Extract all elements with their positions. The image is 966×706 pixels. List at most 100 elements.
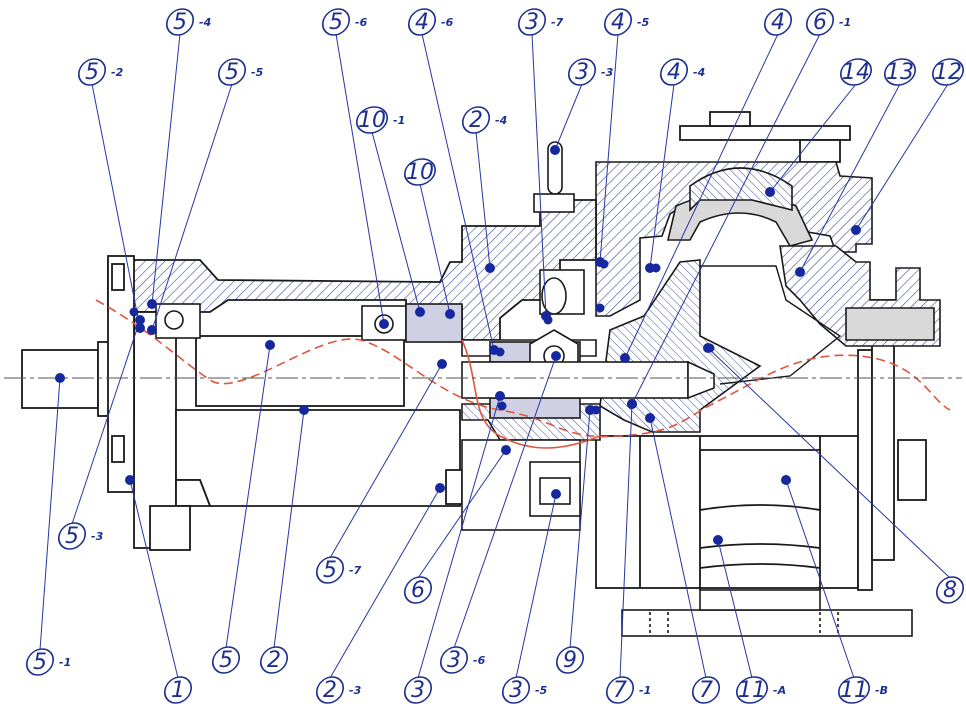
callout-circle-5 [211, 646, 241, 674]
callout-suffix-5-4: -4 [199, 16, 211, 29]
callout-circle-5-4 [165, 8, 195, 36]
callout-number-5-4: 5 [173, 10, 187, 35]
callout-label-3-7: 3 -7 [517, 8, 564, 36]
callout-number-5: 5 [219, 648, 233, 673]
callout-number-3-7: 3 [525, 10, 539, 35]
callout-label-5-4: 5 -4 [165, 8, 211, 36]
leader-line-5-3 [71, 319, 141, 525]
callout-label-2-3: 2-3 [315, 676, 362, 704]
callout-number-4-5: 4 [611, 10, 625, 35]
callout-label-14: 14 [840, 58, 872, 86]
callout-label-2: 2 [259, 646, 289, 674]
leader-line-3 [417, 395, 501, 679]
callout-label-4-6: 4-6 [407, 8, 454, 36]
leader-line-5-1 [39, 377, 61, 651]
callout-label-3-5: 3 -5 [501, 676, 548, 704]
callout-number-13: 13 [886, 60, 914, 85]
callout-suffix-6-1: -1 [839, 16, 851, 29]
marker-dot-5 [543, 315, 553, 325]
callout-suffix-5-7: -7 [349, 564, 362, 577]
callout-label-5-3: 5 -3 [57, 522, 104, 550]
callout-circle-11-A [736, 676, 768, 704]
callout-label-10: 10 [404, 158, 436, 186]
callout-dot-1 [125, 475, 135, 485]
leader-line-5-5 [151, 83, 233, 331]
callout-label-5-7: 5-7 [315, 556, 362, 584]
callout-dot-5-4 [147, 299, 157, 309]
callout-label-5-2: 5-2 [77, 58, 124, 86]
callout-number-11-A: 11 [738, 678, 766, 703]
callout-label-8: 8 [935, 576, 965, 604]
leader-line-11-B [785, 479, 855, 679]
callout-circle-3-7 [517, 8, 547, 36]
callout-suffix-3-5: -5 [535, 684, 548, 697]
callout-label-5-1: 5-1 [25, 648, 71, 676]
callout-number-9: 9 [563, 648, 577, 673]
callout-label-4-5: 4 -5 [603, 8, 650, 36]
marker-dot-0 [595, 303, 605, 313]
callout-circle-7-1 [605, 676, 635, 704]
leader-line-4-4 [649, 83, 675, 269]
callout-label-2-4: 2-4 [461, 106, 507, 134]
callout-number-10: 10 [406, 160, 434, 185]
callout-label-11-B: 11-B [838, 676, 888, 704]
callout-circle-3-3 [567, 58, 597, 86]
callout-circle-9 [555, 646, 585, 674]
leader-lines [39, 33, 951, 679]
callout-number-12: 12 [934, 60, 962, 85]
callout-label-5-5: 5-5 [217, 58, 264, 86]
callout-number-8: 8 [943, 578, 957, 603]
callout-circle-13 [884, 58, 916, 86]
leader-line-10-1 [371, 131, 421, 313]
leader-line-5-7 [329, 363, 443, 559]
callout-circle-4-4 [659, 58, 689, 86]
leader-line-6 [417, 449, 507, 579]
callout-label-3: 3 [403, 676, 433, 704]
callout-dot-13 [795, 267, 805, 277]
callout-number-3-6: 3 [447, 648, 461, 673]
callout-dot-5-1 [55, 373, 65, 383]
callout-circle-5-6 [321, 8, 351, 36]
callout-number-2: 2 [267, 648, 281, 673]
callout-number-4: 4 [771, 10, 785, 35]
callout-number-5-3: 5 [65, 524, 79, 549]
marker-dot-3 [591, 405, 601, 415]
callout-dot-7-1 [627, 399, 637, 409]
callout-number-14: 14 [842, 60, 870, 85]
callout-suffix-5-2: -2 [111, 66, 124, 79]
callout-circle-2 [259, 646, 289, 674]
callout-number-7-1: 7 [613, 678, 627, 703]
callout-suffix-2-3: -3 [349, 684, 362, 697]
leader-line-4 [624, 33, 779, 359]
leader-line-5-4 [151, 33, 181, 305]
base-plate [621, 589, 913, 637]
marker-dot-7 [129, 307, 139, 317]
leader-line-7 [649, 417, 707, 679]
callout-circle-1 [163, 676, 193, 704]
callout-circle-8 [935, 576, 965, 604]
callout-suffix-5-3: -3 [91, 530, 104, 543]
callout-label-6: 6 [403, 576, 433, 604]
callout-label-5: 5 [211, 646, 241, 674]
leader-line-3-3 [554, 83, 583, 151]
bearing-frame [21, 199, 597, 551]
callout-circle-7 [691, 676, 721, 704]
callout-circle-6 [403, 576, 433, 604]
callout-number-3-5: 3 [509, 678, 523, 703]
callout-suffix-3-7: -7 [551, 16, 564, 29]
callout-suffix-4-5: -5 [637, 16, 650, 29]
callout-circle-14 [840, 58, 872, 86]
callout-number-5-5: 5 [225, 60, 239, 85]
callout-number-3-3: 3 [575, 60, 589, 85]
callout-suffix-4-4: -4 [693, 66, 705, 79]
callout-dot-4 [620, 353, 630, 363]
callout-suffix-2-4: -4 [495, 114, 507, 127]
callout-dot-11-B [781, 475, 791, 485]
callout-dot-3-3 [550, 145, 560, 155]
callout-circle-4 [763, 8, 793, 36]
leader-line-2-4 [475, 131, 491, 269]
callout-dot-2-3 [435, 483, 445, 493]
callout-label-3-3: 3-3 [567, 58, 614, 86]
callout-circle-3 [403, 676, 433, 704]
